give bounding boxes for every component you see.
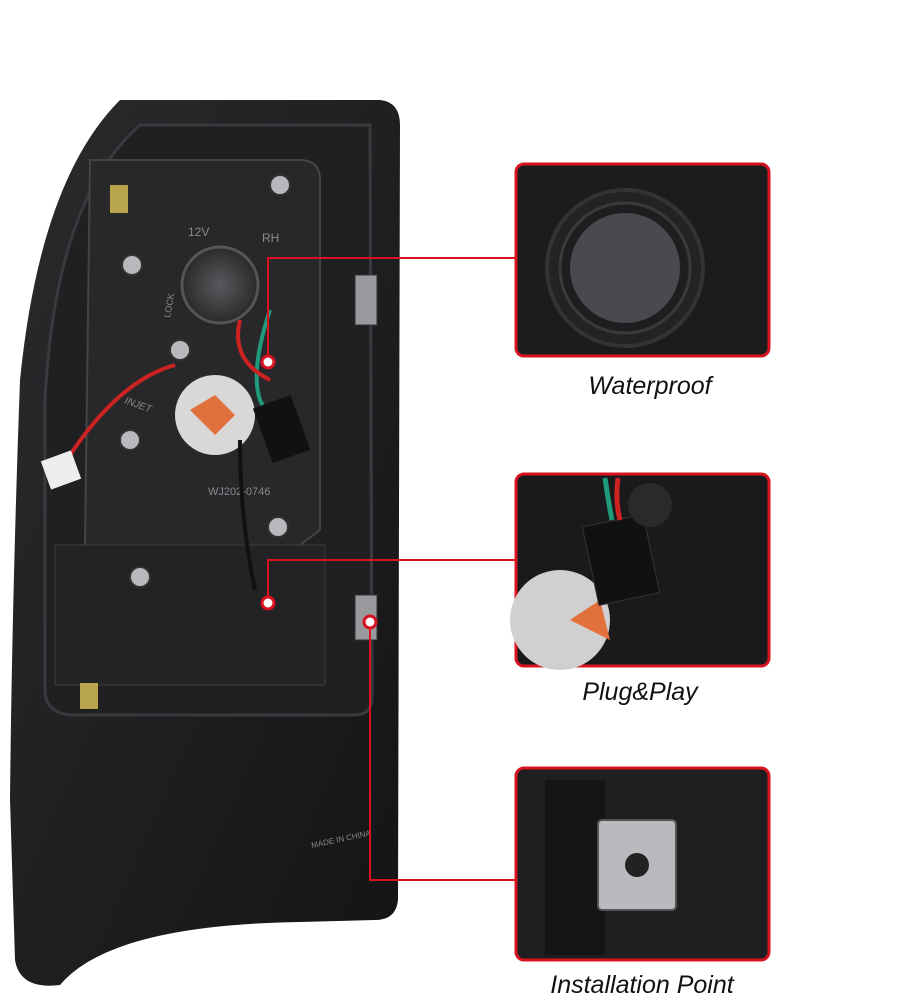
- callout-label-waterproof: Waterproof: [588, 372, 712, 400]
- marking-12v: 12V: [188, 225, 209, 239]
- callout-label-plug-play: Plug&Play: [582, 678, 698, 706]
- marking-lock: LOCK: [162, 292, 176, 318]
- inset-waterproof: [514, 162, 771, 358]
- bulb-socket-top: [180, 245, 260, 325]
- inset-installation-point: [514, 766, 771, 962]
- back-plate: [83, 159, 321, 561]
- screws: [119, 174, 291, 588]
- marking-rh: RH: [262, 231, 279, 245]
- callout-points: [260, 354, 378, 630]
- callout-lines: [267, 257, 515, 881]
- marking-part-number: WJ202-0746: [208, 486, 270, 498]
- mounting-clip: [354, 274, 378, 326]
- inset-plug-play: [510, 472, 771, 670]
- callout-label-installation-point: Installation Point: [550, 971, 734, 999]
